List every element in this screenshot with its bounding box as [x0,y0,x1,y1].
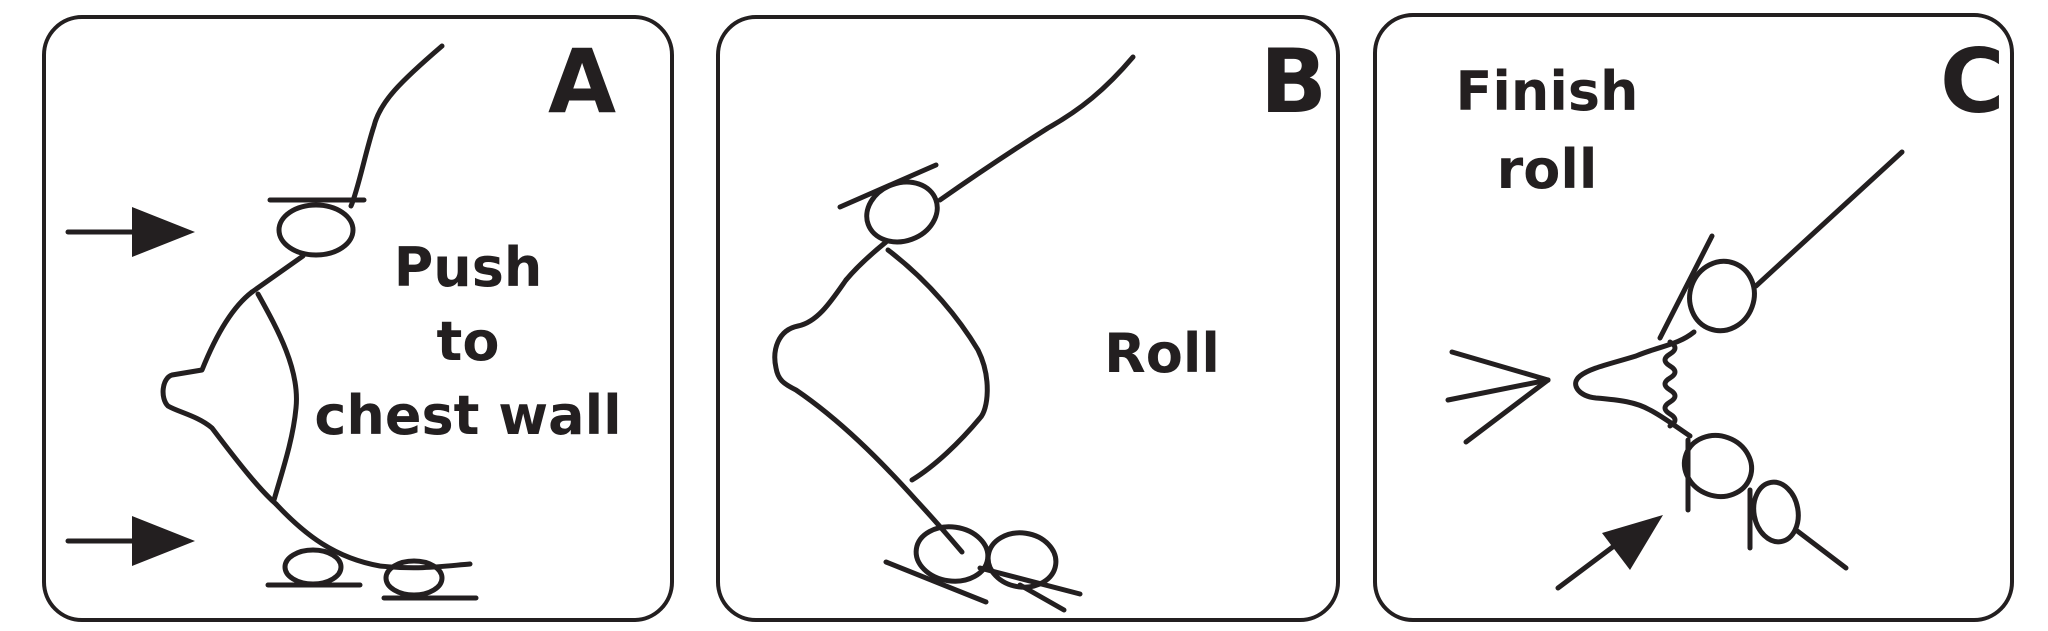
upper-ring [276,202,356,258]
upper-ring [1687,258,1757,334]
panel-c: C Finish roll [1373,13,2014,622]
panel-a: A Push to chest wall [42,15,674,622]
panel-b-caption-line-1: Roll [1104,322,1220,385]
push-arrow-icon [65,516,195,566]
panel-a-label: A [548,30,616,133]
panel-b: B Roll [716,15,1340,622]
tissue-loop [160,289,279,507]
tissue-loop [772,277,965,555]
lower-clamp-bar-2 [977,565,1083,597]
upper-clamp-bar [1657,233,1715,341]
lower-ring-2 [383,558,445,598]
lower-tail [273,501,473,571]
upper-stem [348,43,445,209]
panel-a-caption-line-2: to [437,310,500,373]
upper-ring [864,179,940,245]
panel-c-label: C [1940,30,2005,133]
panel-c-caption: Finish roll [1456,60,1639,201]
lower-clamp-bar-1 [883,559,989,605]
tissue-inner-line [885,247,990,483]
lower-tail [1793,527,1849,571]
lower-ring-2 [1751,479,1801,545]
upper-stem [1753,149,1905,289]
tissue-inner-line [255,291,299,503]
panel-b-label: B [1260,30,1327,133]
upper-link [249,253,306,295]
panel-a-caption-line-1: Push [394,236,543,299]
panel-a-caption: Push to chest wall [314,236,621,447]
panel-a-caption-line-3: chest wall [314,384,621,447]
wedge-arrow-icon [1445,349,1551,445]
panel-a-frame [42,15,674,622]
panel-c-caption-line-2: roll [1497,138,1598,201]
push-arrow-icon [1555,515,1663,591]
suture-line [1662,339,1678,429]
push-arrow-icon [65,207,195,257]
panel-c-caption-line-1: Finish [1456,60,1639,123]
panel-b-frame [716,15,1340,622]
lower-clamp-tail [1017,582,1067,613]
upper-link [843,239,889,283]
upper-stem [937,54,1136,203]
tissue-tip [1573,329,1697,439]
